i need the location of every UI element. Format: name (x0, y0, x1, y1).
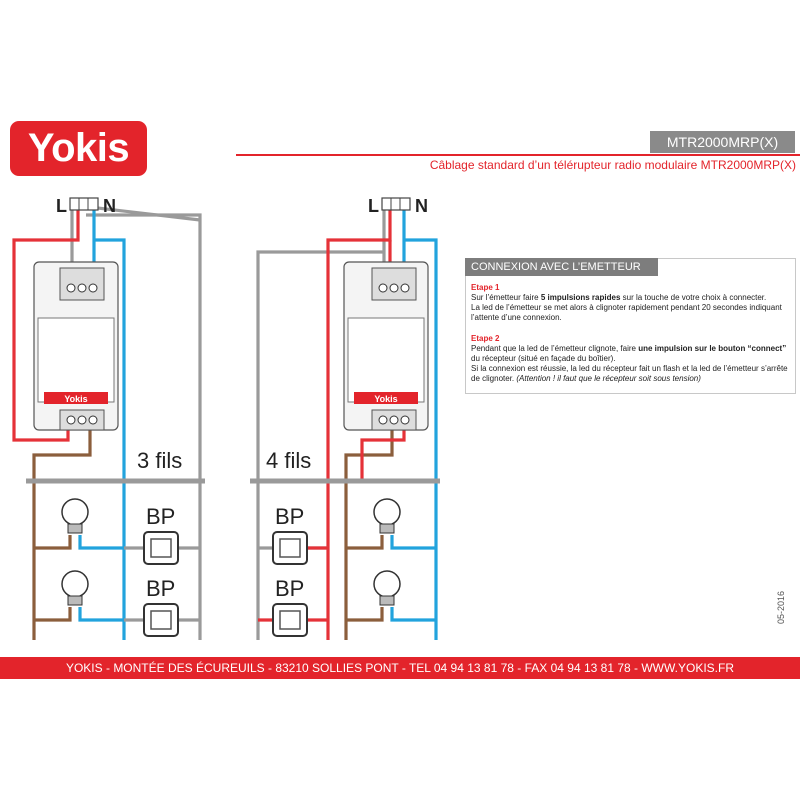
step-2: Etape 2 Pendant que la led de l’émetteur… (471, 334, 789, 384)
pushbutton-label: BP (146, 576, 175, 601)
left-module-brand: Yokis (64, 394, 87, 404)
document-date: 05-2016 (776, 590, 786, 624)
left-receiver-module: Yokis (33, 261, 119, 431)
right-terminal-block (381, 197, 411, 211)
step-1-text: Sur l’émetteur faire 5 impulsions rapide… (471, 293, 767, 302)
step-2-text: Pendant que la led de l’émetteur clignot… (471, 344, 787, 363)
pushbutton-icon (143, 603, 179, 637)
step-1-detail: La led de l’émetteur se met alors à clig… (471, 303, 782, 322)
pushbutton-icon (143, 531, 179, 565)
header-divider (236, 154, 800, 156)
model-reference: MTR2000MRP(X) (650, 131, 795, 153)
lamp-icon (373, 570, 401, 606)
pushbutton-label: BP (275, 576, 304, 601)
page-subtitle: Câblage standard d’un télérupteur radio … (429, 158, 796, 172)
diagram-4-wires (250, 205, 440, 640)
right-receiver-module: Yokis (343, 261, 429, 431)
pushbutton-icon (272, 531, 308, 565)
right-line-label: L (368, 196, 379, 216)
step-2-label: Etape 2 (471, 334, 500, 343)
step-1-label: Etape 1 (471, 283, 500, 292)
step-1: Etape 1 Sur l’émetteur faire 5 impulsion… (471, 283, 789, 323)
pushbutton-icon (272, 603, 308, 637)
right-neutral-label: N (415, 196, 428, 216)
left-terminal-block (69, 197, 99, 211)
right-module-brand: Yokis (374, 394, 397, 404)
lamp-icon (373, 498, 401, 534)
connection-info-box (465, 258, 796, 394)
lamp-icon (61, 498, 89, 534)
yokis-logo: Yokis (10, 121, 147, 176)
right-caption: 4 fils (266, 448, 311, 473)
pushbutton-label: BP (275, 504, 304, 529)
footer-address: YOKIS - MONTÉE DES ÉCUREUILS - 83210 SOL… (0, 657, 800, 679)
left-line-label: L (56, 196, 67, 216)
left-neutral-label: N (103, 196, 116, 216)
lamp-icon (61, 570, 89, 606)
step-2-detail: Si la connexion est réussie, la led du r… (471, 364, 788, 383)
left-caption: 3 fils (137, 448, 182, 473)
connection-info-title: CONNEXION AVEC L’EMETTEUR (465, 258, 658, 276)
pushbutton-label: BP (146, 504, 175, 529)
